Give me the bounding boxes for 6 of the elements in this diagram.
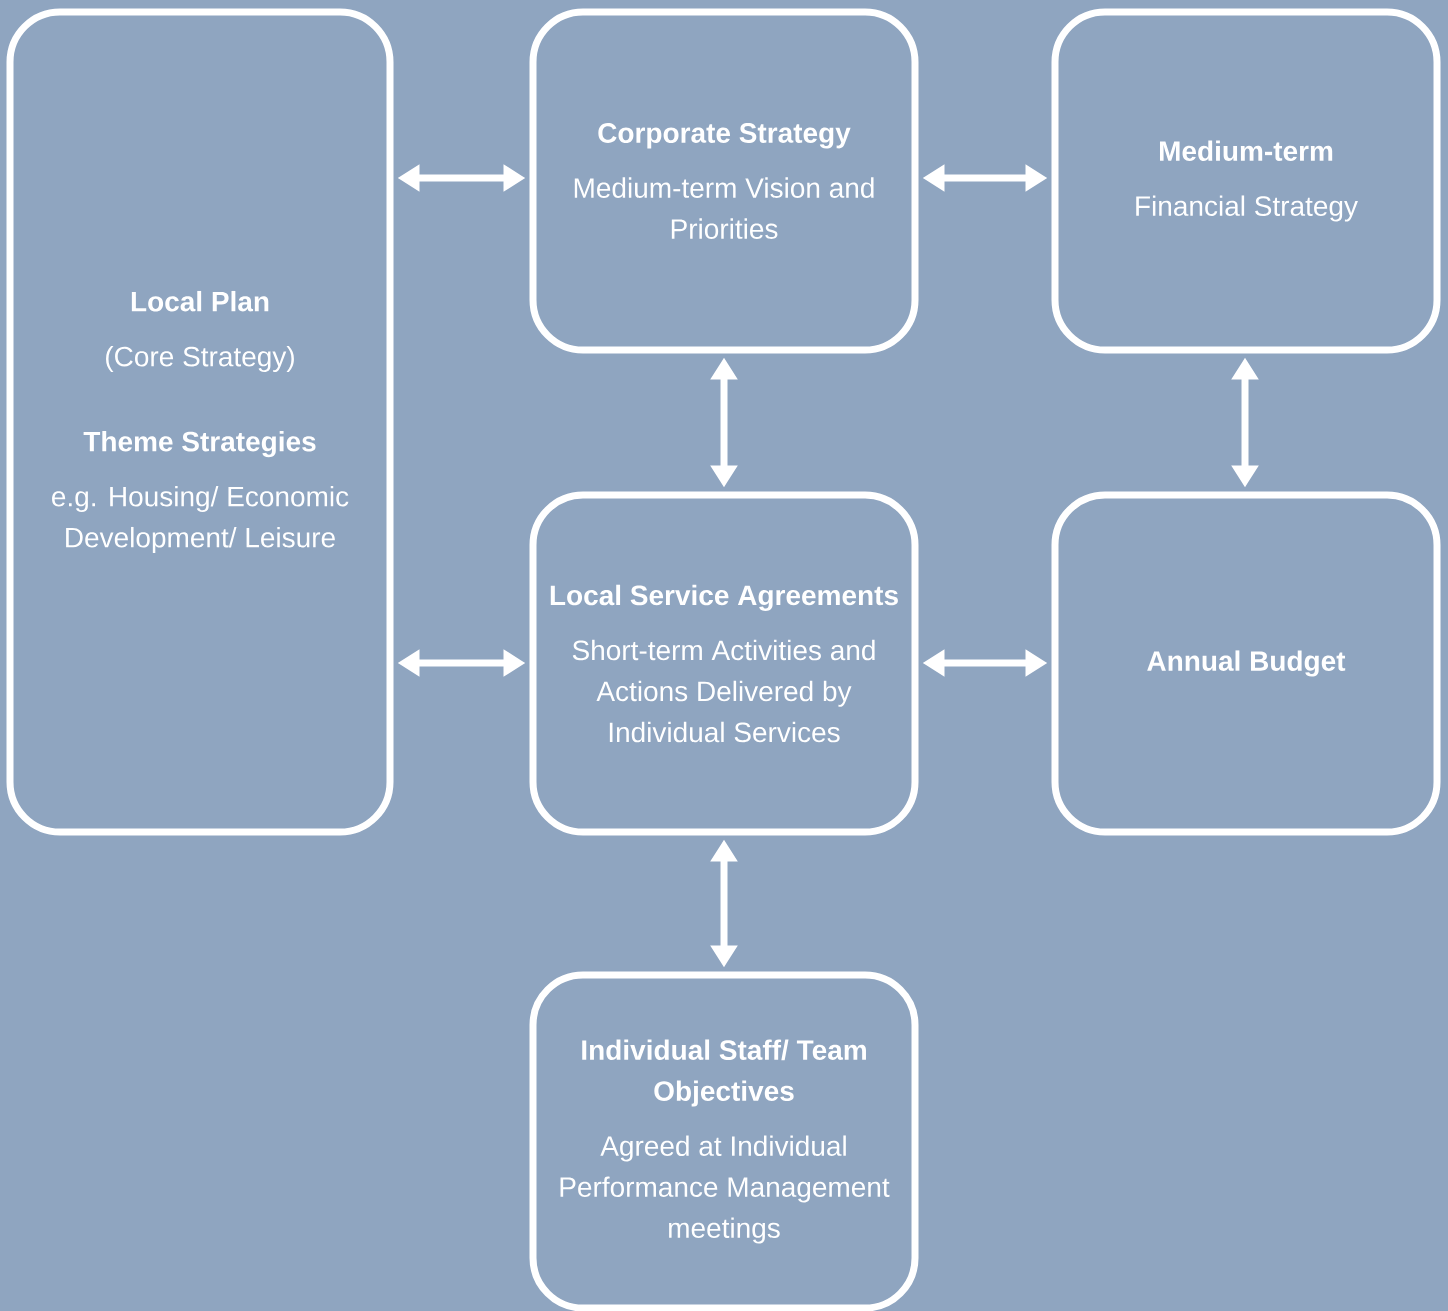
process-box: Local Plan (Core Strategy) Theme Strategies e.g. Housing/ Economic Development/ Leisure (6, 8, 394, 836)
process-box: Corporate Strategy Medium-term Vision and Priorities (529, 8, 919, 354)
process-box: Medium-term Financial Strategy (1051, 8, 1441, 354)
process-box: Individual Staff/ Team Objectives Agreed at Individual Performance Management meetings (529, 971, 919, 1311)
process-box: Local Service Agreements Short-term Activities and Actions Delivered by Individual Services (529, 491, 919, 836)
process-box: Annual Budget (1051, 491, 1441, 836)
